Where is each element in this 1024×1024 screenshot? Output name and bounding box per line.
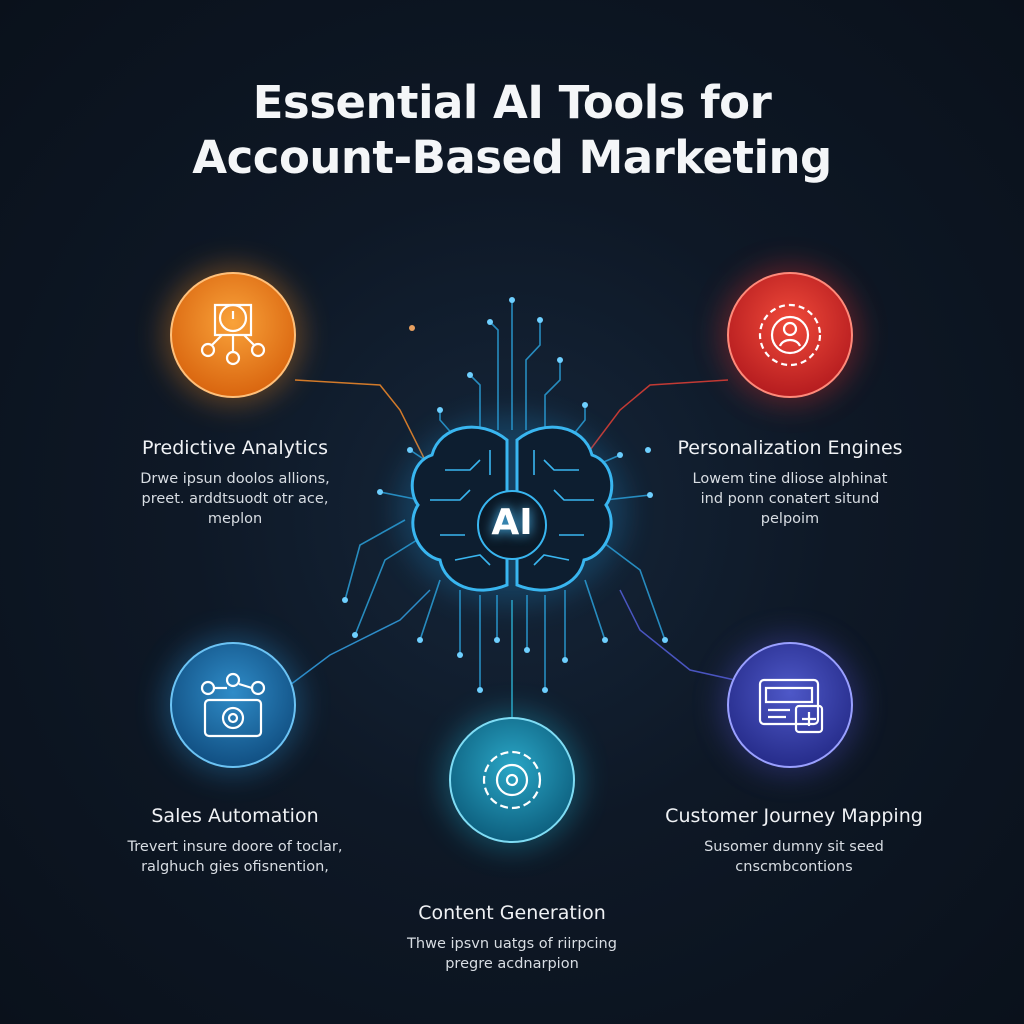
tool-title: Sales Automation [151,805,319,827]
tool-title: Personalization Engines [677,437,903,459]
tool-title: Predictive Analytics [142,437,328,459]
tool-label-content-generation: Content Generation Thwe ipsvn uatgs of r… [352,902,672,974]
tool-desc-line: Drwe ipsun doolos allions, [140,471,330,487]
content-icon [482,750,542,810]
tool-desc-line: Susomer dumny sit seed [704,839,884,855]
tool-circle-customer-journey-mapping[interactable] [720,635,860,775]
tool-label-customer-journey-mapping: Customer Journey Mapping Susomer dumny s… [634,805,954,877]
tool-desc-line: meplon [207,511,263,527]
tool-desc-line: pregre acdnarpion [445,956,579,972]
tool-desc-line: pelpoim [760,511,820,527]
tool-label-personalization-engines: Personalization Engines Lowem tine dlios… [630,437,950,529]
tool-desc-line: Thwe ipsvn uatgs of riirpcing [407,936,617,952]
circuit-nodes [342,297,668,693]
tool-title: Content Generation [418,902,606,924]
personalization-icon [758,303,822,367]
tool-desc-line: Trevert insure doore of toclar, [127,839,343,855]
tool-desc-line: preet. arddtsuodt otr ace, [141,491,329,507]
tool-desc-line: Lowem tine dliose alphinat [692,471,888,487]
tool-title: Customer Journey Mapping [665,805,923,827]
tool-desc-line: ralghuch gies ofisnention, [141,859,329,875]
title-line-2: Account-Based Marketing [192,131,832,184]
tool-desc-line: cnscmbcontions [735,859,853,875]
automation-icon [200,672,266,738]
title-line-1: Essential AI Tools for [252,76,772,129]
analytics-icon [200,303,266,366]
tool-circle-content-generation[interactable] [442,710,582,850]
center-ai-label: AI [491,502,533,543]
tool-label-predictive-analytics: Predictive Analytics Drwe ipsun doolos a… [75,437,395,529]
tool-circle-personalization-engines[interactable] [720,265,860,405]
connector-lines [289,379,736,720]
journey-map-icon [758,678,824,734]
tool-desc-line: ind ponn conatert sitund [700,491,880,507]
tool-circle-sales-automation[interactable] [163,635,303,775]
tool-circle-predictive-analytics[interactable] [163,265,303,405]
tool-label-sales-automation: Sales Automation Trevert insure doore of… [75,805,395,877]
brain-graphic [397,415,627,605]
